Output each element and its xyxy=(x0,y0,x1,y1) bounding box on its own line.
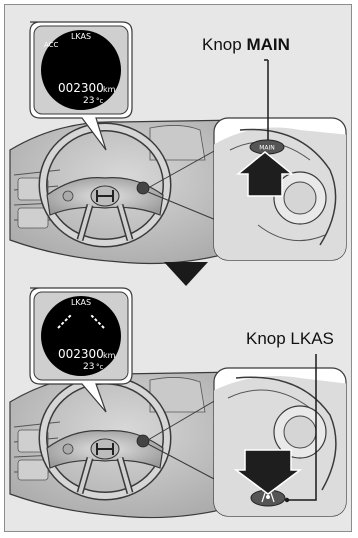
temperature-unit-top: °c xyxy=(96,97,104,105)
main-button: MAIN xyxy=(250,140,284,154)
odometer-unit-top: km xyxy=(103,85,116,94)
lkas-callout-label: Knop LKAS xyxy=(246,329,334,348)
odometer-unit-bottom: km xyxy=(103,351,116,360)
odometer-value-top: 002300 xyxy=(58,81,104,95)
temperature-bottom: 23 xyxy=(83,362,94,372)
main-button-label: MAIN xyxy=(259,145,275,152)
dashboard-illustration-top xyxy=(10,120,240,264)
display-title-bottom: LKAS xyxy=(71,298,91,307)
temperature-top: 23 xyxy=(83,96,94,106)
bottom-step: LKAS 002300 km 23 °c xyxy=(10,288,350,520)
odometer-value-bottom: 002300 xyxy=(58,347,104,361)
switch-inset-bottom xyxy=(205,368,350,520)
down-arrow-icon xyxy=(164,262,208,286)
temperature-unit-bottom: °c xyxy=(96,363,104,371)
main-callout-label: Knop MAIN xyxy=(202,35,290,54)
dashboard-illustration-bottom xyxy=(10,372,240,518)
top-step: LKAS ACC 002300 km 23 °c MAIN xyxy=(10,22,350,265)
display-title-top: LKAS xyxy=(71,32,91,41)
switch-inset-top: MAIN xyxy=(205,118,350,265)
acc-indicator: ACC xyxy=(44,41,59,49)
